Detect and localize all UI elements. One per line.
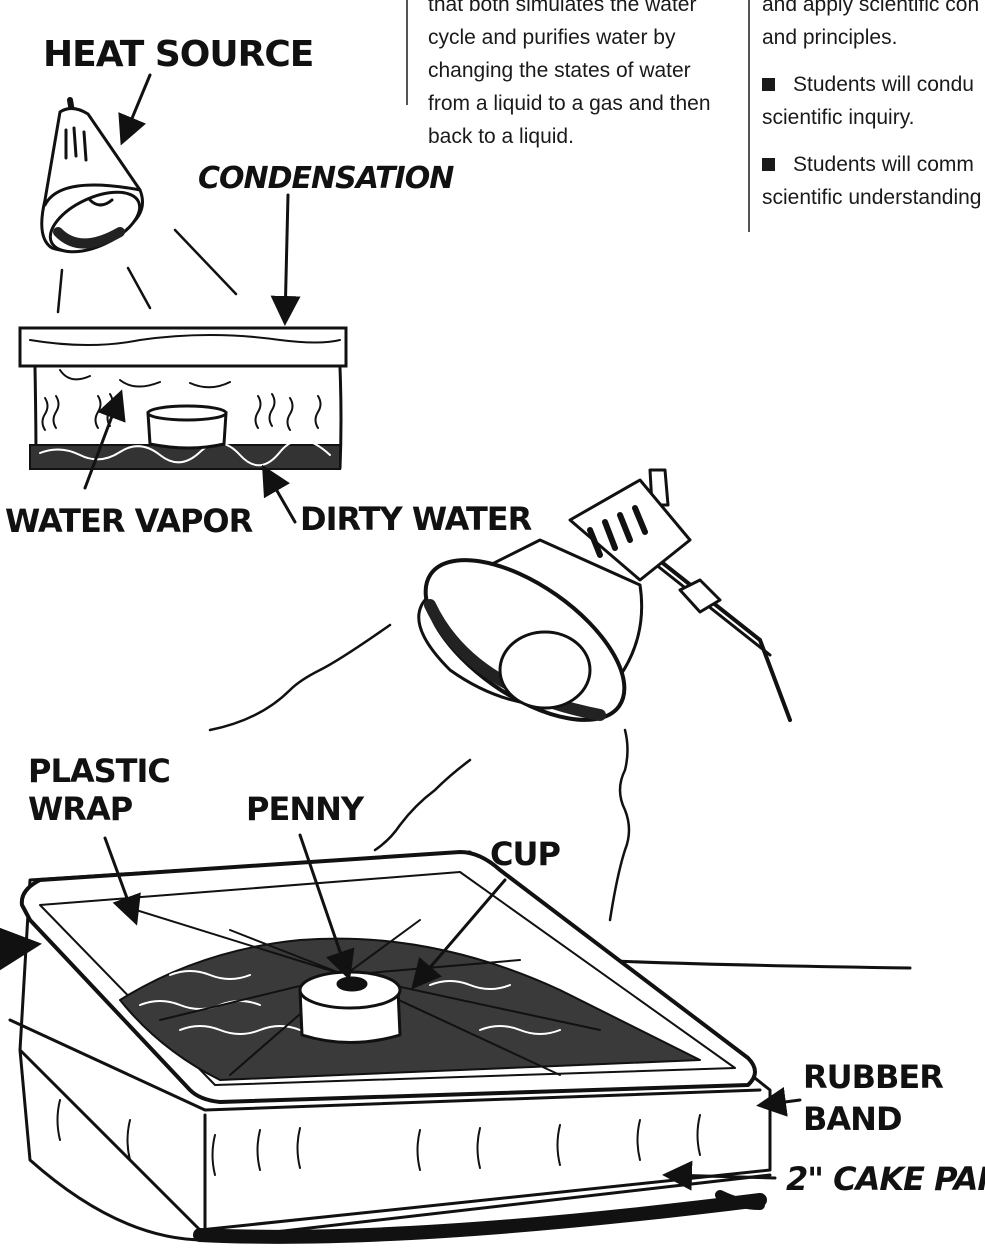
label-water-vapor: WATER VAPOR (5, 502, 253, 540)
small-diagram (20, 75, 346, 522)
large-diagram (0, 470, 910, 1240)
label-wrap: WRAP (28, 790, 133, 828)
label-cup: CUP (490, 835, 560, 873)
label-dirty-water: DIRTY WATER (300, 500, 532, 538)
label-condensation: CONDENSATION (198, 161, 454, 196)
label-plastic: PLASTIC (28, 752, 170, 790)
label-cake-pan: 2" CAKE PAN (786, 1160, 985, 1198)
label-heat-source: HEAT SOURCE (43, 34, 313, 75)
label-band: BAND (803, 1100, 902, 1138)
heat-lamp-icon (41, 100, 148, 264)
label-penny: PENNY (246, 790, 365, 828)
label-rubber: RUBBER (803, 1058, 943, 1096)
